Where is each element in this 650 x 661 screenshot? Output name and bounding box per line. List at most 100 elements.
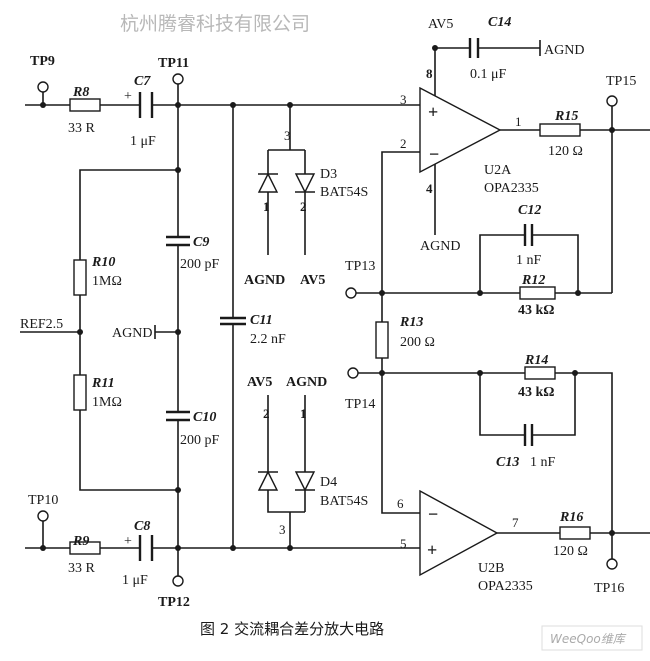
c8-ref: C8 <box>134 519 150 534</box>
tp10-terminal <box>37 510 49 522</box>
c14-value: 0.1 μF <box>470 67 507 82</box>
tp11-terminal <box>172 73 184 85</box>
c13-value: 1 nF <box>530 455 556 470</box>
r12-value: 43 kΩ <box>518 303 555 318</box>
diodes <box>257 172 316 492</box>
c10-ref: C10 <box>193 410 216 425</box>
u2b-opamp <box>419 489 499 577</box>
agnd-label: AGND <box>112 326 152 341</box>
d3-value: BAT54S <box>320 185 368 200</box>
c13-ref: C13 <box>496 455 519 470</box>
figure-caption: 图 2 交流耦合差分放大电路 <box>200 620 384 638</box>
r15-ref: R15 <box>554 109 578 124</box>
capacitor-plates <box>138 38 534 561</box>
svg-text:−: − <box>429 144 439 164</box>
u2b-pin6: 6 <box>397 496 404 511</box>
tp16-terminal <box>606 558 618 570</box>
tp9-label: TP9 <box>30 54 55 69</box>
d4-value: BAT54S <box>320 494 368 509</box>
c7-value: 1 μF <box>130 134 156 149</box>
tp13-terminal <box>345 287 357 299</box>
c12-value: 1 nF <box>516 253 542 268</box>
u2a-ref: U2A <box>484 163 512 178</box>
component-labels: R8 33 R C7 + 1 μF R9 33 R C8 + 1 μF R10 … <box>68 15 588 594</box>
u2a-pin2: 2 <box>400 136 407 151</box>
c7-ref: C7 <box>134 74 151 89</box>
d3-av5-label: AV5 <box>300 273 325 288</box>
weeqoo-logo: WeeQoo维库 <box>550 632 627 646</box>
r16-value: 120 Ω <box>553 544 588 559</box>
u2a-pin1: 1 <box>515 114 522 129</box>
r8-value: 33 R <box>68 121 96 136</box>
r11-value: 1MΩ <box>92 395 122 410</box>
d4-pin1: 1 <box>300 406 307 421</box>
r13-value: 200 Ω <box>400 335 435 350</box>
tp16-label: TP16 <box>594 581 624 596</box>
r9-ref: R9 <box>72 534 89 549</box>
tp15-terminal <box>606 95 618 107</box>
u2a-pin3: 3 <box>400 92 407 107</box>
tp12-label: TP12 <box>158 595 190 610</box>
d4-pin2: 2 <box>263 406 270 421</box>
tp13-label: TP13 <box>345 259 375 274</box>
c14-agnd-label: AGND <box>544 43 584 58</box>
c9-value: 200 pF <box>180 257 220 272</box>
r14-ref: R14 <box>524 353 548 368</box>
svg-text:+: + <box>428 102 438 122</box>
r10-value: 1MΩ <box>92 274 122 289</box>
c12-ref: C12 <box>518 203 541 218</box>
c10-value: 200 pF <box>180 433 220 448</box>
tp12-terminal <box>172 575 184 587</box>
r10-ref: R10 <box>91 255 115 270</box>
u2a-pin4: 4 <box>426 181 433 196</box>
c11-value: 2.2 nF <box>250 332 286 347</box>
u2a-agnd-label: AGND <box>420 239 460 254</box>
tp14-terminal <box>347 367 359 379</box>
c14-ref: C14 <box>488 15 511 30</box>
r15-value: 120 Ω <box>548 144 583 159</box>
op-amps: + − − + <box>419 86 502 577</box>
ref-label: REF2.5 <box>20 317 63 332</box>
d3-pin1: 1 <box>263 199 270 214</box>
d4-agnd-label: AGND <box>286 375 327 390</box>
tp15-label: TP15 <box>606 74 636 89</box>
u2a-pin8: 8 <box>426 66 433 81</box>
c7-polarity: + <box>124 89 132 104</box>
logo-box <box>541 625 643 651</box>
u2a-value: OPA2335 <box>484 181 539 196</box>
wires <box>20 40 650 576</box>
tp11-label: TP11 <box>158 56 189 71</box>
c9-ref: C9 <box>193 235 209 250</box>
u2b-pin7: 7 <box>512 515 519 530</box>
net-labels: REF2.5 AGND AGND AV5 AV5 AGND AV5 AGND A… <box>20 17 584 390</box>
r9-value: 33 R <box>68 561 96 576</box>
tp9-terminal <box>37 81 49 93</box>
r11-ref: R11 <box>91 376 115 391</box>
c8-polarity: + <box>124 534 132 549</box>
d3-agnd-label: AGND <box>244 273 285 288</box>
u2a-opamp <box>419 86 502 174</box>
d3-pin3: 3 <box>284 128 291 143</box>
svg-text:+: + <box>427 540 437 560</box>
r12-ref: R12 <box>521 273 545 288</box>
u2a-av5-label: AV5 <box>428 17 453 32</box>
u2b-pin5: 5 <box>400 536 407 551</box>
d4-pin3: 3 <box>279 522 286 537</box>
watermark: 杭州腾睿科技有限公司 <box>120 13 310 35</box>
d4-av5-label: AV5 <box>247 375 272 390</box>
d3-ref: D3 <box>320 167 337 182</box>
tp14-label: TP14 <box>345 397 375 412</box>
r16-ref: R16 <box>559 510 583 525</box>
r8-ref: R8 <box>72 85 89 100</box>
tp10-label: TP10 <box>28 493 58 508</box>
c11-ref: C11 <box>250 313 273 328</box>
test-points: TP9 TP11 TP10 TP12 TP13 TP14 TP15 TP16 <box>28 54 636 610</box>
r13-ref: R13 <box>399 315 423 330</box>
junction-dots <box>40 45 615 551</box>
d4-ref: D4 <box>320 475 337 490</box>
svg-text:−: − <box>428 504 438 524</box>
u2b-value: OPA2335 <box>478 579 533 594</box>
resistors <box>69 98 591 555</box>
u2b-ref: U2B <box>478 561 504 576</box>
